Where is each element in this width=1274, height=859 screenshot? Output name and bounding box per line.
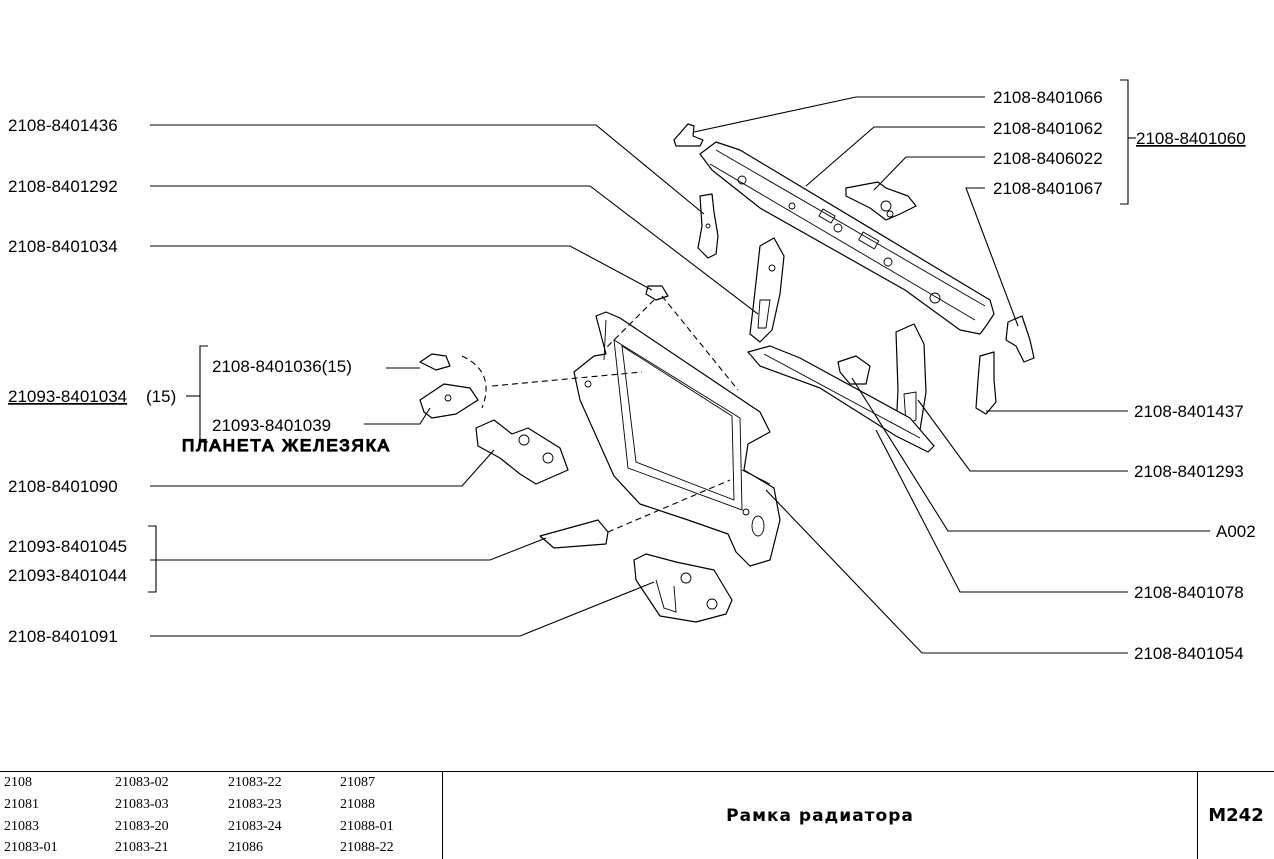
page-title: Рамка радиатора — [443, 772, 1198, 859]
label-21093-8401039: 21093-8401039 — [212, 416, 331, 435]
brace-21093-8401034 — [199, 345, 208, 443]
label-21093-8401045: 21093-8401045 — [8, 537, 127, 556]
label-2108-8401036: 2108-8401036(15) — [212, 357, 352, 376]
part-bracket-8401066 — [673, 123, 704, 147]
label-2108-8401436: 2108-8401436 — [8, 116, 118, 135]
part-bracket-8401067 — [1005, 315, 1035, 363]
watermark: ПЛАНЕТА ЖЕЛЕЗЯКА — [182, 436, 391, 455]
part-bracket-8401436 — [697, 193, 719, 259]
part-lower-crossmember — [747, 345, 935, 453]
brace-8401060 — [1120, 79, 1129, 205]
model-item: 21083-23 — [228, 797, 282, 812]
assembly-line-clip-up — [605, 299, 655, 349]
model-item: 21088-22 — [340, 840, 394, 855]
label-a002: А002 — [1216, 522, 1256, 541]
model-item: 21083-21 — [115, 840, 169, 855]
model-item: 21081 — [4, 797, 39, 812]
label-21093-8401044: 21093-8401044 — [8, 566, 127, 585]
model-item: 21083-24 — [228, 819, 282, 834]
label-2108-8401437: 2108-8401437 — [1134, 402, 1244, 421]
label-2108-8401066: 2108-8401066 — [993, 88, 1103, 107]
model-item: 21083-22 — [228, 775, 282, 790]
part-radiator-frame — [573, 311, 781, 567]
assembly-line-lower — [607, 479, 731, 533]
label-2108-8406022: 2108-8406022 — [993, 149, 1103, 168]
model-item: 21083-03 — [115, 797, 169, 812]
assembly-line-bracket — [491, 371, 643, 387]
label-2108-8401091: 2108-8401091 — [8, 627, 118, 646]
label-2108-8401293: 2108-8401293 — [1134, 462, 1244, 481]
part-clip-8401036 — [419, 353, 451, 371]
model-item: 21083 — [4, 819, 39, 834]
page-code: М242 — [1208, 805, 1264, 826]
model-item: 21087 — [340, 775, 375, 790]
part-upper-crossmember — [699, 141, 995, 335]
label-2108-8401034: 2108-8401034 — [8, 237, 118, 256]
model-item: 21083-20 — [115, 819, 169, 834]
label-21093-8401034: 21093-8401034 — [8, 387, 127, 406]
label-2108-8401292: 2108-8401292 — [8, 177, 118, 196]
model-list: 2108 21083-02 21083-22 21087 21081 21083… — [0, 772, 443, 859]
parts-diagram: 2108-8401436 2108-8401292 2108-8401034 2… — [8, 79, 1256, 663]
part-bracket-8401437 — [975, 351, 997, 415]
part-bracket-21093-8401045 — [539, 519, 609, 549]
label-21093-8401034-qty: (15) — [146, 387, 176, 406]
part-strut-8401292 — [749, 237, 785, 343]
label-2108-8401060: 2108-8401060 — [1136, 129, 1246, 148]
assembly-circle — [461, 355, 487, 409]
title-block: 2108 21083-02 21083-22 21087 21081 21083… — [0, 771, 1274, 859]
label-2108-8401062: 2108-8401062 — [993, 119, 1103, 138]
model-item: 2108 — [4, 775, 32, 790]
model-item: 21083-01 — [4, 840, 58, 855]
label-2108-8401078: 2108-8401078 — [1134, 583, 1244, 602]
model-item: 21088 — [340, 797, 375, 812]
model-item: 21088-01 — [340, 819, 394, 834]
label-2108-8401054: 2108-8401054 — [1134, 644, 1244, 663]
part-bracket-8401091 — [633, 553, 733, 623]
part-bracket-21093-8401039 — [419, 383, 479, 419]
part-hood-latch-bracket — [845, 181, 917, 221]
part-bracket-8401090 — [475, 419, 569, 485]
model-item: 21086 — [228, 840, 263, 855]
label-2108-8401067: 2108-8401067 — [993, 179, 1103, 198]
brace-21093-8401045 — [148, 525, 157, 593]
label-2108-8401090: 2108-8401090 — [8, 477, 118, 496]
model-item: 21083-02 — [115, 775, 169, 790]
assembly-line-clip — [661, 295, 739, 391]
